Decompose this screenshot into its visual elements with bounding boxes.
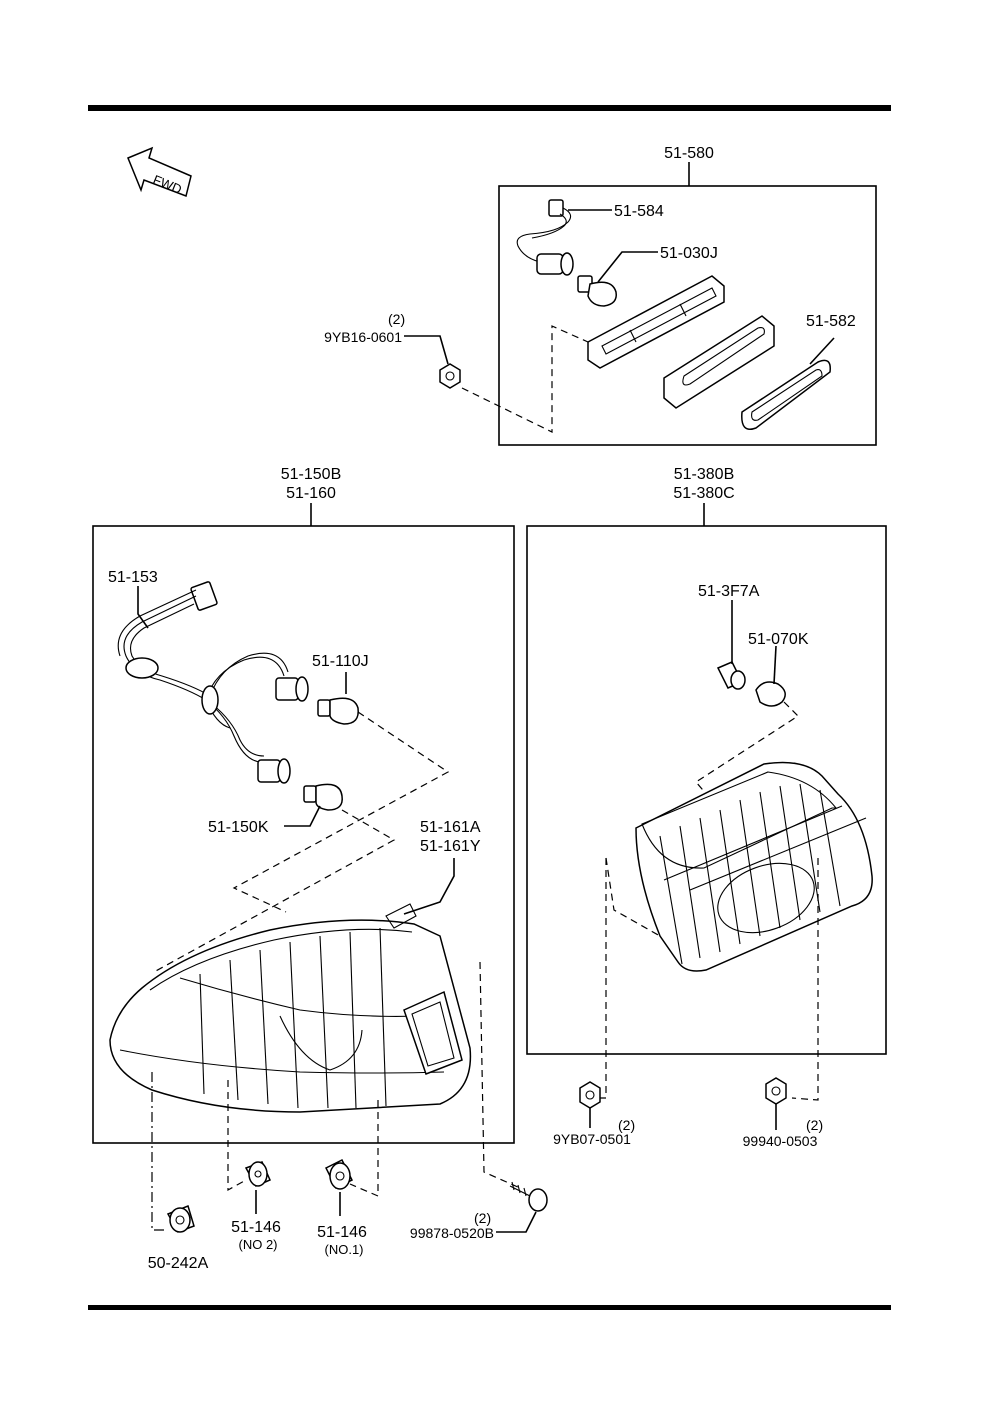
- qty-9YB16-0601: (2): [388, 311, 405, 327]
- leader-51-150K: [284, 805, 321, 827]
- socket-51-3F7A: [716, 661, 746, 690]
- clip-50-242A: [166, 1204, 195, 1233]
- label-99878-0520B: 99878-0520B: [410, 1225, 494, 1241]
- top-rule: [88, 105, 891, 111]
- label-50-242A: 50-242A: [148, 1255, 209, 1272]
- label-51-070K: 51-070K: [748, 631, 809, 648]
- bulb-51-150K: [303, 783, 343, 811]
- label-51-582: 51-582: [806, 313, 856, 330]
- label-51-380B: 51-380B: [674, 466, 735, 483]
- label-51-161Y: 51-161Y: [420, 838, 481, 855]
- clip-51-146-no1: [324, 1158, 354, 1190]
- label-51-030J: 51-030J: [660, 245, 718, 262]
- label-9YB07-0501: 9YB07-0501: [553, 1131, 631, 1147]
- label-51-146-no1: 51-146: [317, 1224, 367, 1241]
- sublabel-51-146-no2: (NO 2): [239, 1237, 278, 1252]
- dash-9YB07-0501-b: [594, 858, 607, 1099]
- bulb-51-110J: [317, 697, 359, 725]
- label-51-150B: 51-150B: [281, 466, 342, 483]
- leader-51-161A: [403, 858, 455, 915]
- leader-51-030J: [597, 251, 658, 283]
- dash-51-110J: [232, 711, 450, 913]
- gasket-51-582: [741, 359, 831, 430]
- leader-9YB16-0601: [404, 335, 449, 365]
- lamp-lens: [663, 315, 775, 409]
- label-51-380C: 51-380C: [673, 485, 734, 502]
- wire-harness-51-153: [117, 581, 309, 784]
- qty-99878-0520B: (2): [474, 1210, 491, 1226]
- clip-51-146-no2: [244, 1161, 271, 1187]
- fwd-arrow-icon: FWD: [127, 146, 192, 198]
- leader-99878-0520B: [496, 1211, 537, 1233]
- bottom-rule: [88, 1305, 891, 1310]
- label-51-153: 51-153: [108, 569, 158, 586]
- lamp-unit-51-380B: [635, 761, 873, 972]
- label-51-146-no2: 51-146: [231, 1219, 281, 1236]
- label-51-110J: 51-110J: [312, 653, 369, 670]
- dash-9YB16-0601: [461, 325, 589, 433]
- lamp-housing: [587, 275, 725, 369]
- leader-51-582: [809, 337, 835, 365]
- dash-51-150K: [153, 809, 396, 973]
- bulb-51-030J: [577, 275, 617, 307]
- box-51-380B: [526, 525, 887, 1055]
- dash-50-242A: [151, 1072, 168, 1231]
- dash-9YB07-0501: [605, 857, 661, 937]
- label-51-584: 51-584: [614, 203, 664, 220]
- qty-9YB07-0501: (2): [618, 1117, 635, 1133]
- nut-99940-0503: [765, 1077, 787, 1105]
- label-9YB16-0601: 9YB16-0601: [324, 329, 402, 345]
- dash-99878-0520B: [479, 961, 521, 1189]
- box-51-580: [498, 185, 877, 446]
- bulb-51-070K: [755, 681, 786, 707]
- label-51-160: 51-160: [286, 485, 336, 502]
- qty-99940-0503: (2): [806, 1117, 823, 1133]
- sublabel-51-146-no1: (NO.1): [325, 1242, 364, 1257]
- screw-99878-0520B: [509, 1181, 548, 1212]
- dash-51-146-no2: [227, 1080, 247, 1192]
- label-51-161A: 51-161A: [420, 819, 481, 836]
- label-51-150K: 51-150K: [208, 819, 269, 836]
- leader-51-153: [137, 586, 149, 629]
- box-51-150B: [92, 525, 515, 1144]
- lamp-body-51-161A: [109, 903, 472, 1113]
- nut-9YB16-0601: [439, 363, 461, 389]
- label-51-580: 51-580: [664, 145, 714, 162]
- socket-wire-51-584: [516, 199, 574, 276]
- nut-9YB07-0501: [579, 1081, 601, 1109]
- leader-51-070K: [773, 645, 777, 685]
- dash-51-146-no1: [349, 1100, 379, 1197]
- label-51-3F7A: 51-3F7A: [698, 583, 760, 600]
- dash-51-070K: [695, 701, 799, 797]
- label-99940-0503: 99940-0503: [743, 1133, 818, 1149]
- dash-99940-0503: [791, 858, 819, 1101]
